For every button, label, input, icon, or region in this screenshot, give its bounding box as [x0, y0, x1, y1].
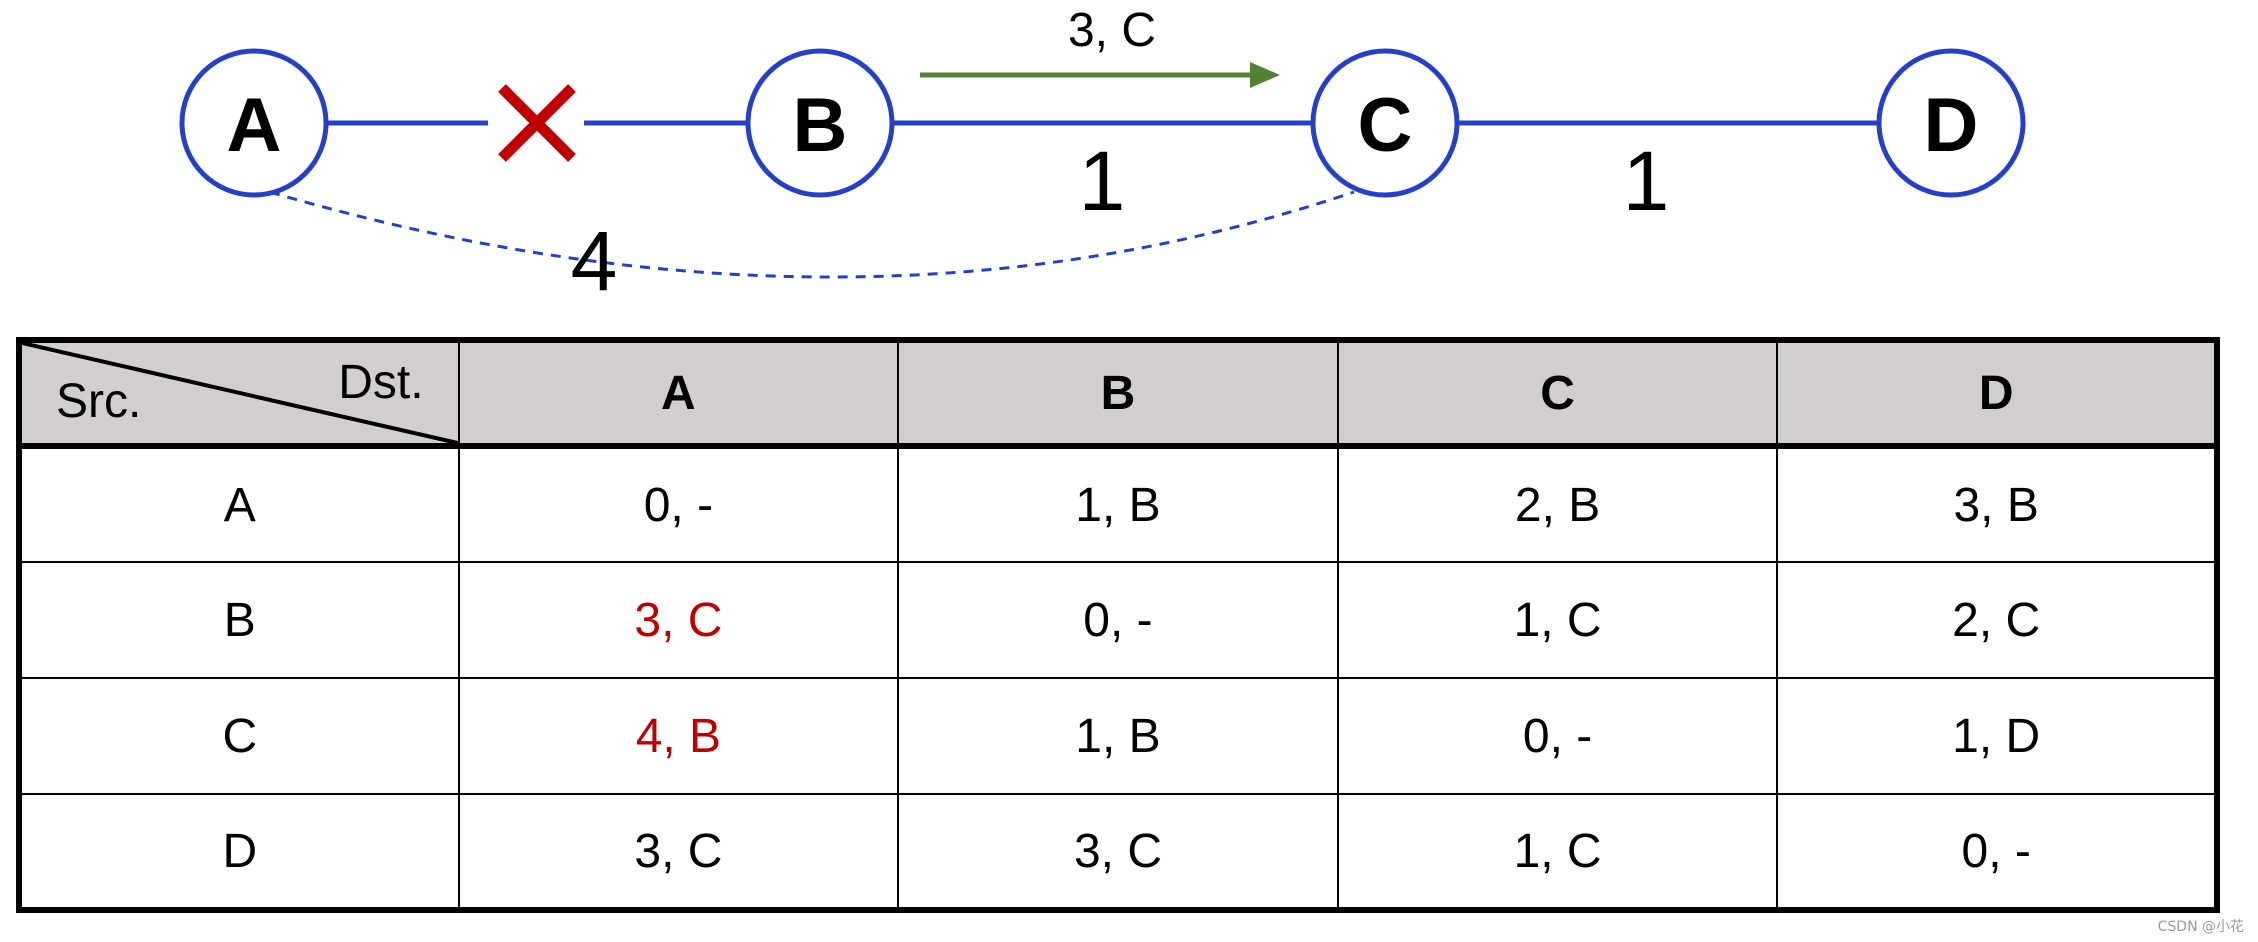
table-cell: 2, B	[1336, 445, 1779, 563]
table-cell: 1, C	[1336, 793, 1779, 911]
node-c-label: C	[1358, 83, 1413, 168]
table-cell-changed: 3, C	[457, 561, 900, 679]
table-cell: 0, -	[897, 561, 1339, 679]
table-header-row: Dst. Src. A B C D	[18, 339, 2218, 449]
table-cell: 0, -	[1336, 677, 1779, 795]
node-b-label: B	[793, 83, 848, 168]
table-row: C 4, B 1, B 0, - 1, D	[18, 677, 2218, 795]
table-cell: 3, C	[457, 793, 900, 911]
corner-src-label: Src.	[56, 375, 142, 428]
table-cell: 3, C	[897, 793, 1339, 911]
row-header-a: A	[18, 445, 460, 563]
row-header-d: D	[18, 793, 460, 911]
table-cell: 2, C	[1776, 561, 2218, 679]
table-row: D 3, C 3, C 1, C 0, -	[18, 793, 2218, 911]
row-header-b: B	[18, 561, 460, 679]
table-cell: 1, B	[897, 445, 1339, 563]
table-row: A 0, - 1, B 2, B 3, B	[18, 445, 2218, 563]
column-header-a: A	[457, 339, 900, 449]
table-cell: 1, B	[897, 677, 1339, 795]
routing-table: Dst. Src. A B C D A 0, - 1, B 2, B 3, B …	[16, 337, 2220, 913]
link-a-c-cost: 4	[571, 214, 618, 308]
table-cell: 0, -	[457, 445, 900, 563]
table-cell: 1, C	[1336, 561, 1779, 679]
advertisement-arrow-icon	[920, 62, 1280, 88]
column-header-c: C	[1336, 339, 1779, 449]
table-row: B 3, C 0, - 1, C 2, C	[18, 561, 2218, 679]
node-c: C	[1310, 48, 1460, 198]
link-a-c-dashed	[269, 190, 1355, 279]
advertisement-label: 3, C	[1068, 4, 1156, 57]
table-cell: 1, D	[1776, 677, 2218, 795]
table-corner-cell: Dst. Src.	[18, 339, 460, 449]
node-d: D	[1876, 48, 2026, 198]
link-b-c-cost: 1	[1079, 134, 1126, 228]
table-cell-changed: 4, B	[457, 677, 900, 795]
column-header-b: B	[897, 339, 1339, 449]
table-cell: 3, B	[1776, 445, 2218, 563]
column-header-d: D	[1776, 339, 2218, 449]
node-a-label: A	[227, 83, 282, 168]
node-b: B	[745, 48, 895, 198]
watermark: CSDN @小花	[2157, 919, 2244, 935]
link-failure-x-icon	[498, 84, 576, 162]
corner-diagonal-line	[22, 343, 458, 443]
network-topology-diagram: 3, C 1 1 4 A B C D	[179, 4, 2026, 308]
node-d-label: D	[1924, 83, 1979, 168]
node-a: A	[179, 48, 329, 198]
row-header-c: C	[18, 677, 460, 795]
corner-dst-label: Dst.	[338, 356, 424, 409]
table-cell: 0, -	[1776, 793, 2218, 911]
link-c-d-cost: 1	[1623, 134, 1670, 228]
